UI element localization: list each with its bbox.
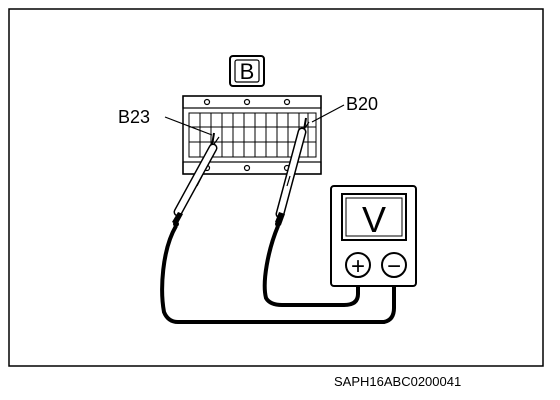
terminal-label-b20: B20 xyxy=(346,94,378,114)
voltmeter-display xyxy=(341,193,407,241)
probe-right xyxy=(275,117,310,227)
negative-terminal-icon: − xyxy=(381,252,407,280)
probe-left xyxy=(172,132,220,227)
connector-id-letter: B xyxy=(240,59,255,84)
leader-line-b20 xyxy=(311,104,345,123)
voltmeter-display-symbol: V xyxy=(362,199,386,240)
figure-code: SAPH16ABC0200041 xyxy=(334,374,461,389)
leader-line-b23 xyxy=(164,116,213,136)
negative-terminal-symbol: − xyxy=(387,253,401,280)
connector-id-badge: B xyxy=(229,55,265,87)
terminal-label-b23: B23 xyxy=(118,107,150,127)
positive-terminal-icon: + xyxy=(345,252,371,280)
figure-frame xyxy=(8,8,544,367)
lead-wire-left xyxy=(160,224,396,324)
voltmeter: V + − xyxy=(330,185,417,287)
lead-wire-right xyxy=(262,225,360,307)
positive-terminal-symbol: + xyxy=(351,253,365,280)
